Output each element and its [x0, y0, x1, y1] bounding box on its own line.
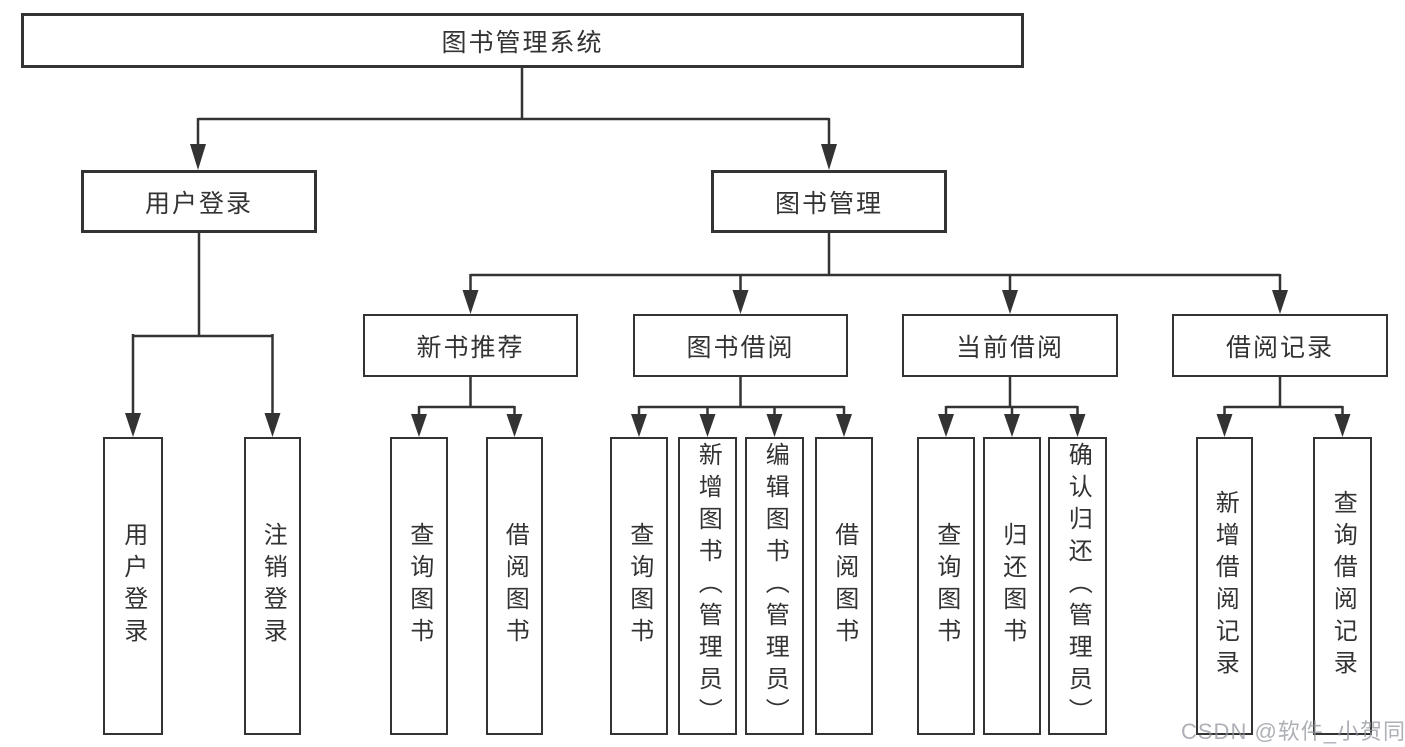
leaf-query-books-recommend: 查询图书 — [390, 437, 448, 735]
leaf-add-book-admin: 新增图书（管理员） — [678, 437, 737, 735]
leaf-borrow-books-borrowing-label: 借阅图书 — [830, 522, 858, 650]
connector-arrowheads — [125, 144, 1351, 437]
leaf-confirm-return-admin-label: 确认归还（管理员） — [1064, 442, 1092, 730]
node-library-system: 图书管理系统 — [21, 13, 1024, 68]
leaf-add-borrow-record-label: 新增借阅记录 — [1211, 490, 1239, 682]
node-user-login: 用户登录 — [81, 170, 317, 233]
leaf-query-books-borrowing: 查询图书 — [610, 437, 668, 735]
leaf-confirm-return-admin: 确认归还（管理员） — [1048, 437, 1107, 735]
csdn-watermark: CSDN @软件_小贺同学 — [1181, 719, 1405, 744]
leaf-query-borrow-record: 查询借阅记录 — [1313, 437, 1372, 735]
leaf-borrow-books-recommend: 借阅图书 — [486, 437, 543, 735]
node-new-book-recommend: 新书推荐 — [363, 314, 578, 377]
leaf-query-books-current: 查询图书 — [917, 437, 975, 735]
leaf-return-book-label: 归还图书 — [998, 522, 1026, 650]
arrowhead-cb-leaf2 — [1004, 414, 1020, 437]
node-borrowing-records: 借阅记录 — [1172, 314, 1388, 377]
arrowhead-leaf-logout — [264, 413, 281, 437]
leaf-query-books-borrowing-label: 查询图书 — [625, 522, 653, 650]
leaf-logout-label: 注销登录 — [259, 522, 287, 650]
leaf-add-borrow-record: 新增借阅记录 — [1196, 437, 1253, 735]
node-new-book-recommend-label: 新书推荐 — [416, 333, 525, 362]
node-book-management: 图书管理 — [711, 170, 947, 233]
node-book-borrowing-label: 图书借阅 — [686, 333, 795, 362]
leaf-user-login-label: 用户登录 — [119, 522, 147, 650]
arrowhead-bb-leaf4 — [836, 414, 852, 437]
leaf-return-book: 归还图书 — [983, 437, 1041, 735]
arrowhead-bb-leaf3 — [766, 414, 783, 437]
leaf-edit-book-admin-label: 编辑图书（管理员） — [761, 442, 789, 730]
arrowhead-new-book — [462, 290, 479, 314]
arrowhead-leaf-user-login — [125, 413, 141, 437]
leaf-edit-book-admin: 编辑图书（管理员） — [745, 437, 804, 735]
arrowhead-bb-leaf2 — [699, 414, 716, 437]
arrowhead-br-leaf1 — [1216, 414, 1233, 437]
node-book-management-label: 图书管理 — [774, 189, 883, 218]
arrowhead-borrowing-records — [1272, 290, 1288, 314]
arrowhead-current-borrowing — [1002, 290, 1018, 314]
arrowhead-cb-leaf1 — [938, 414, 954, 437]
arrowhead-cb-leaf3 — [1069, 414, 1086, 437]
leaf-query-books-current-label: 查询图书 — [932, 522, 960, 650]
leaf-borrow-books-recommend-label: 借阅图书 — [501, 522, 529, 650]
node-borrowing-records-label: 借阅记录 — [1225, 333, 1334, 362]
leaf-user-login: 用户登录 — [103, 437, 163, 735]
leaf-query-books-recommend-label: 查询图书 — [405, 522, 433, 650]
arrowhead-br-leaf2 — [1334, 414, 1351, 437]
leaf-add-book-admin-label: 新增图书（管理员） — [694, 442, 722, 730]
leaf-query-borrow-record-label: 查询借阅记录 — [1329, 490, 1357, 682]
arrowhead-bb-leaf1 — [631, 414, 647, 437]
arrowhead-book-borrowing — [732, 290, 749, 314]
leaf-logout: 注销登录 — [244, 437, 301, 735]
arrowhead-user-login — [190, 144, 206, 170]
leaf-borrow-books-borrowing: 借阅图书 — [815, 437, 873, 735]
node-current-borrowing-label: 当前借阅 — [955, 333, 1064, 362]
node-library-system-label: 图书管理系统 — [441, 28, 604, 57]
node-current-borrowing: 当前借阅 — [902, 314, 1118, 377]
arrowhead-nb-leaf1 — [411, 414, 427, 437]
arrowhead-nb-leaf2 — [506, 414, 523, 437]
node-user-login-label: 用户登录 — [144, 189, 253, 218]
arrowhead-book-management — [821, 144, 837, 170]
node-book-borrowing: 图书借阅 — [633, 314, 848, 377]
